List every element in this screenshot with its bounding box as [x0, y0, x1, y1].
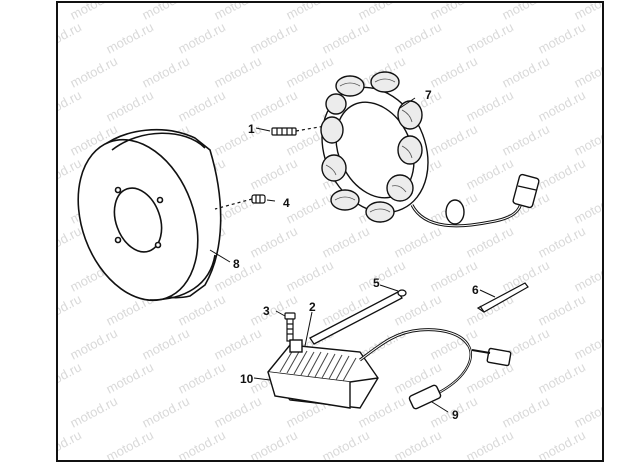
screw-part-4 [214, 194, 266, 210]
watermark-text: motod.ru [32, 155, 84, 192]
watermark-text: motod.ru [0, 121, 48, 158]
watermark-text: motod.ru [104, 19, 156, 56]
watermark-text: motod.ru [284, 189, 336, 226]
watermark-text: motod.ru [212, 325, 264, 362]
callout-2: 2 [309, 300, 316, 314]
watermark-text: motod.ru [464, 19, 516, 56]
watermark-text: motod.ru [320, 19, 372, 56]
callout-8: 8 [233, 257, 240, 271]
watermark-text: motod.ru [0, 257, 48, 294]
watermark-text: motod.ru [392, 427, 444, 464]
watermark-text: motod.ru [212, 393, 264, 430]
watermark-text: motod.ru [536, 359, 588, 396]
watermark-text: motod.ru [176, 427, 228, 464]
watermark-text: motod.ru [248, 223, 300, 260]
watermark-text: motod.ru [140, 325, 192, 362]
watermark-text: motod.ru [500, 393, 552, 430]
watermark-text: motod.ru [608, 223, 625, 260]
watermark-text: motod.ru [608, 19, 625, 56]
watermark-text: motod.ru [176, 87, 228, 124]
watermark-text: motod.ru [428, 53, 480, 90]
watermark-text: motod.ru [572, 121, 624, 158]
watermark-text: motod.ru [176, 359, 228, 396]
watermark-text: motod.ru [284, 257, 336, 294]
callout-4: 4 [283, 196, 290, 210]
callout-9: 9 [452, 408, 459, 422]
watermark-text: motod.ru [0, 189, 48, 226]
watermark-text: motod.ru [104, 427, 156, 464]
watermark-text: motod.ru [536, 223, 588, 260]
rotor-part [77, 128, 222, 302]
screw-part-1 [271, 125, 326, 136]
watermark-text: motod.ru [248, 427, 300, 464]
watermark-text: motod.ru [212, 121, 264, 158]
watermark-text: motod.ru [536, 19, 588, 56]
watermark-text: motod.ru [536, 87, 588, 124]
callout-5: 5 [373, 276, 380, 290]
watermark-text: motod.ru [608, 291, 625, 328]
callout-labels: 1 2 3 4 5 6 7 8 9 10 [233, 88, 479, 422]
watermark-text: motod.ru [572, 325, 624, 362]
watermark-text: motod.ru [68, 53, 120, 90]
stator-part [320, 71, 540, 228]
watermark-text: motod.ru [140, 393, 192, 430]
leader-lines [209, 97, 496, 413]
watermark-text: motod.ru [500, 53, 552, 90]
regulator-part [267, 328, 512, 410]
watermark-text: motod.ru [536, 427, 588, 464]
watermark-text: motod.ru [104, 359, 156, 396]
watermark-text: motod.ru [500, 121, 552, 158]
callout-7: 7 [425, 88, 432, 102]
watermark-text: motod.ru [284, 53, 336, 90]
watermark-text: motod.ru [536, 155, 588, 192]
watermark-text: motod.ru [248, 19, 300, 56]
watermark-text: motod.ru [248, 87, 300, 124]
watermark-text: motod.ru [572, 53, 624, 90]
watermark-text: motod.ru [428, 121, 480, 158]
watermark-text: motod.ru [212, 53, 264, 90]
watermark-text: motod.ru [608, 359, 625, 396]
watermark-text: motod.ru [572, 393, 624, 430]
watermark-text: motod.ru [464, 223, 516, 260]
watermark-text: motod.ru [32, 291, 84, 328]
watermark-text: motod.ru [608, 155, 625, 192]
watermark-text: motod.ru [320, 427, 372, 464]
watermark-text: motod.ru [0, 0, 48, 23]
watermark-text: motod.ru [392, 223, 444, 260]
clip-part-6 [476, 282, 529, 313]
watermark-text: motod.ru [608, 87, 625, 124]
watermark-text: motod.ru [572, 189, 624, 226]
watermark-text: motod.ru [32, 359, 84, 396]
watermark-text: motod.ru [32, 87, 84, 124]
watermark-text: motod.ru [464, 155, 516, 192]
watermark-text: motod.ru [0, 393, 48, 430]
watermark-text: motod.ru [32, 427, 84, 464]
watermark-text: motod.ru [32, 223, 84, 260]
watermark-text: motod.ru [464, 87, 516, 124]
watermark-text: motod.ru [68, 393, 120, 430]
watermark-text: motod.ru [0, 325, 48, 362]
watermark-text: motod.ru [176, 19, 228, 56]
watermark-text: motod.ru [68, 325, 120, 362]
watermark-text: motod.ru [356, 257, 408, 294]
bolt-part-3 [284, 312, 296, 342]
watermark-text: motod.ru [536, 291, 588, 328]
callout-10: 10 [240, 372, 254, 386]
watermark-text: motod.ru [392, 19, 444, 56]
callout-3: 3 [263, 304, 270, 318]
watermark-text: motod.ru [500, 257, 552, 294]
watermark-text: motod.ru [464, 427, 516, 464]
watermark-text: motod.ru [104, 87, 156, 124]
stud-part-5 [309, 289, 407, 345]
watermark-text: motod.ru [140, 53, 192, 90]
watermark-text: motod.ru [320, 223, 372, 260]
watermark-text: motod.ru [32, 19, 84, 56]
callout-1: 1 [248, 122, 255, 136]
watermark-text: motod.ru [608, 427, 625, 464]
watermark-text: motod.ru [0, 53, 48, 90]
callout-6: 6 [472, 283, 479, 297]
watermark-text: motod.ru [572, 257, 624, 294]
watermark-text: motod.ru [248, 155, 300, 192]
